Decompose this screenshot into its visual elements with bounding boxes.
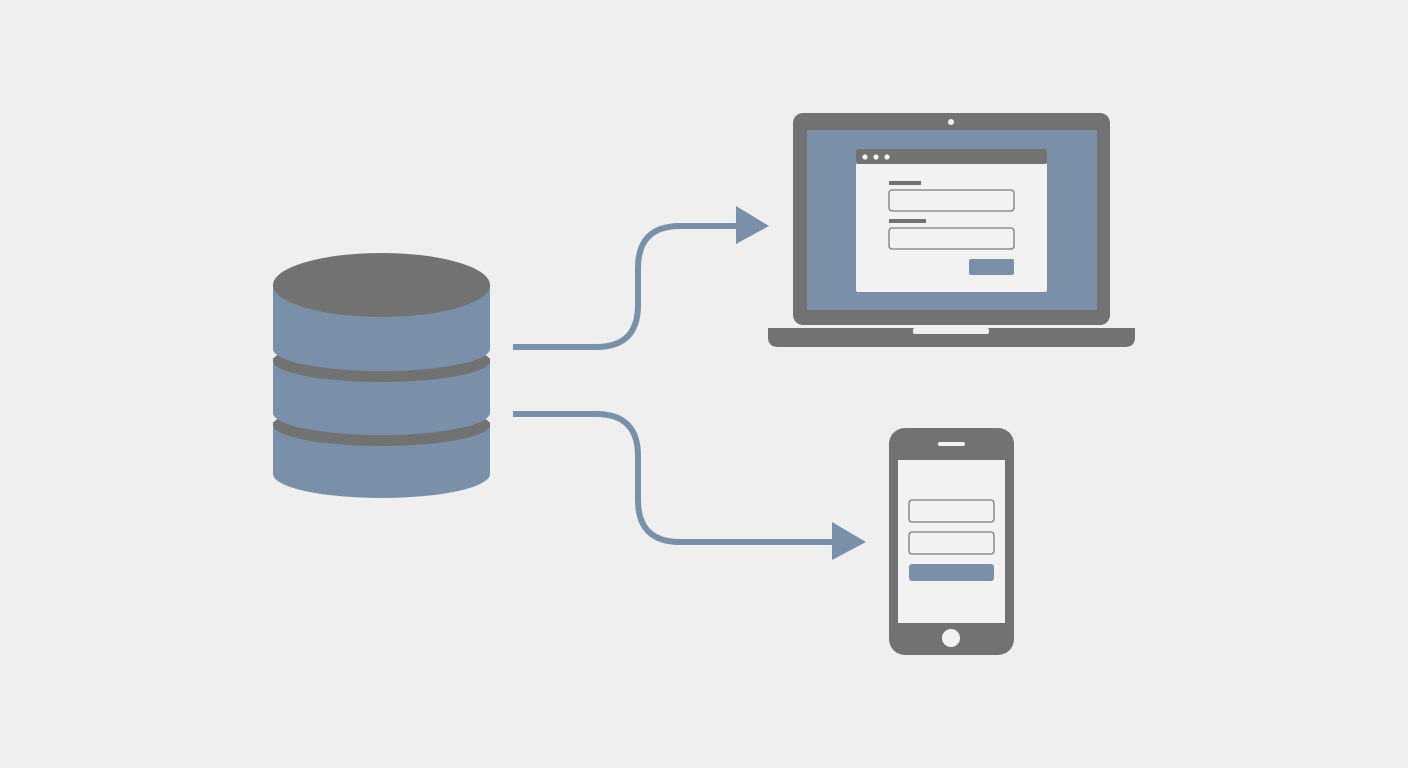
window-dot-icon: [884, 154, 890, 160]
laptop-submit-button[interactable]: [969, 259, 1014, 275]
phone-home-button-icon[interactable]: [942, 629, 960, 647]
laptop-input-field-2[interactable]: [888, 227, 1015, 250]
field-label-placeholder: [889, 181, 921, 185]
browser-title-bar: [856, 149, 1047, 164]
window-dot-icon: [873, 154, 879, 160]
laptop-trackpad-notch: [913, 328, 989, 334]
browser-window: [856, 149, 1047, 292]
phone-speaker-icon: [938, 442, 965, 446]
field-label-placeholder: [889, 219, 926, 223]
arrow-line: [513, 223, 742, 350]
database-icon: [273, 253, 490, 498]
window-dot-icon: [862, 154, 868, 160]
laptop-camera-icon: [948, 119, 954, 125]
laptop-base: [768, 328, 1135, 347]
phone-input-field-2[interactable]: [908, 531, 995, 555]
smartphone-icon: [889, 428, 1014, 655]
phone-submit-button[interactable]: [909, 564, 994, 581]
laptop-icon: [768, 113, 1135, 347]
arrow-to-phone: [513, 411, 866, 560]
arrow-line: [513, 411, 838, 545]
arrow-head-icon: [736, 206, 769, 244]
arrow-head-icon: [832, 522, 866, 560]
laptop-input-field-1[interactable]: [888, 189, 1015, 212]
phone-input-field-1[interactable]: [908, 499, 995, 523]
database-disk-top: [273, 253, 490, 371]
arrow-to-laptop: [513, 206, 769, 350]
